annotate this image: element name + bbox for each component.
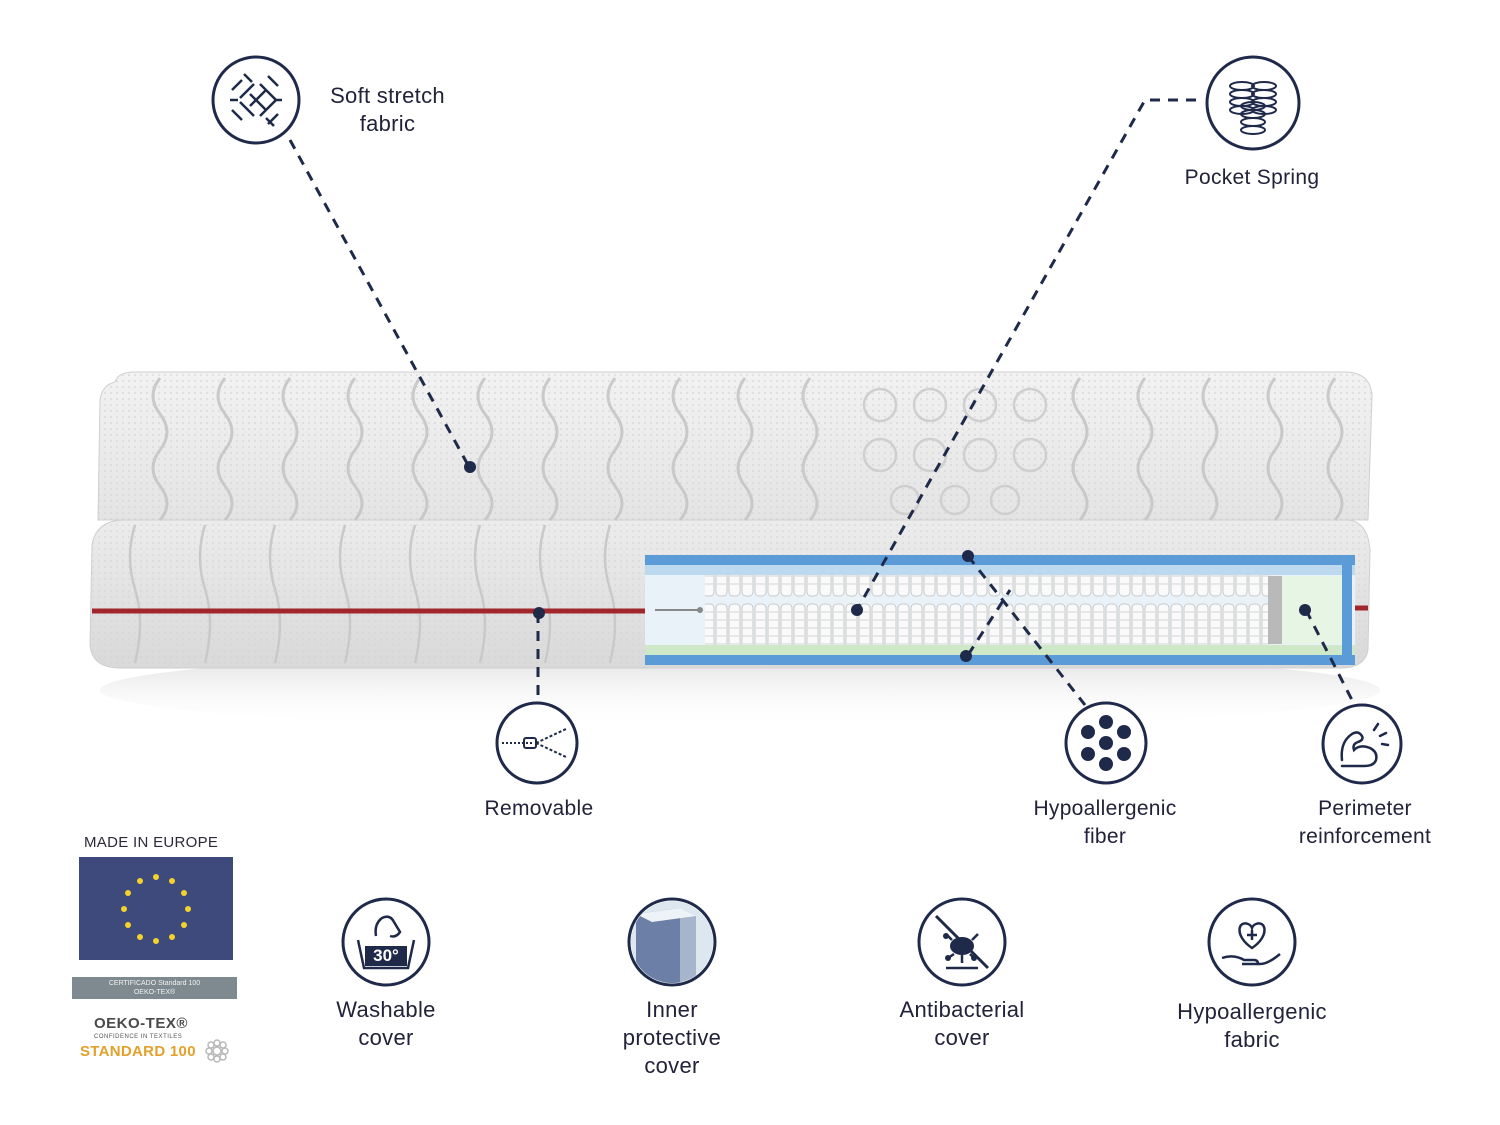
antibacterial-cover-label: Antibacterial cover xyxy=(899,997,1025,1050)
oeko-tex-brand: OEKO-TEX® xyxy=(94,1015,188,1032)
fiber-dots-icon xyxy=(1063,700,1149,786)
cutaway-section xyxy=(645,555,1355,665)
heart-hand-icon xyxy=(1206,896,1298,988)
washable-30-icon: 30° xyxy=(340,896,432,988)
oeko-tex-tagline: CONFIDENCE IN TEXTILES xyxy=(94,1034,183,1040)
inner-cover-icon xyxy=(626,896,718,988)
washable-cover-label: Washable cover xyxy=(336,997,436,1050)
eu-flag xyxy=(79,857,233,960)
strong-arm-icon xyxy=(1320,702,1404,786)
oeko-flower-icon xyxy=(204,1038,230,1064)
inner-protective-cover-label: Inner protective cover xyxy=(622,997,722,1078)
fabric-weave-icon xyxy=(210,54,302,146)
oeko-tex-standard: STANDARD 100 xyxy=(80,1043,196,1060)
antibacterial-icon xyxy=(916,896,1008,988)
hypoallergenic-fabric-label: Hypoallergenic fabric xyxy=(1177,999,1327,1052)
zipper-icon xyxy=(494,700,580,786)
washable-30-badge: 30° xyxy=(373,946,399,965)
perimeter-reinforcement-label: Perimeter reinforcement xyxy=(1298,797,1432,848)
hypoallergenic-fiber-label: Hypoallergenic fiber xyxy=(1033,797,1177,848)
pocket-spring-icon xyxy=(1204,54,1302,152)
oeko-tex-cert-band: CERTIFICADO Standard 100 OEKO-TEX® xyxy=(72,977,237,999)
soft-stretch-fabric-label: Soft stretch fabric xyxy=(330,83,445,136)
pocket-spring-label: Pocket Spring xyxy=(1184,166,1320,189)
made-in-europe-label: MADE IN EUROPE xyxy=(84,834,219,851)
removable-label: Removable xyxy=(484,797,594,820)
